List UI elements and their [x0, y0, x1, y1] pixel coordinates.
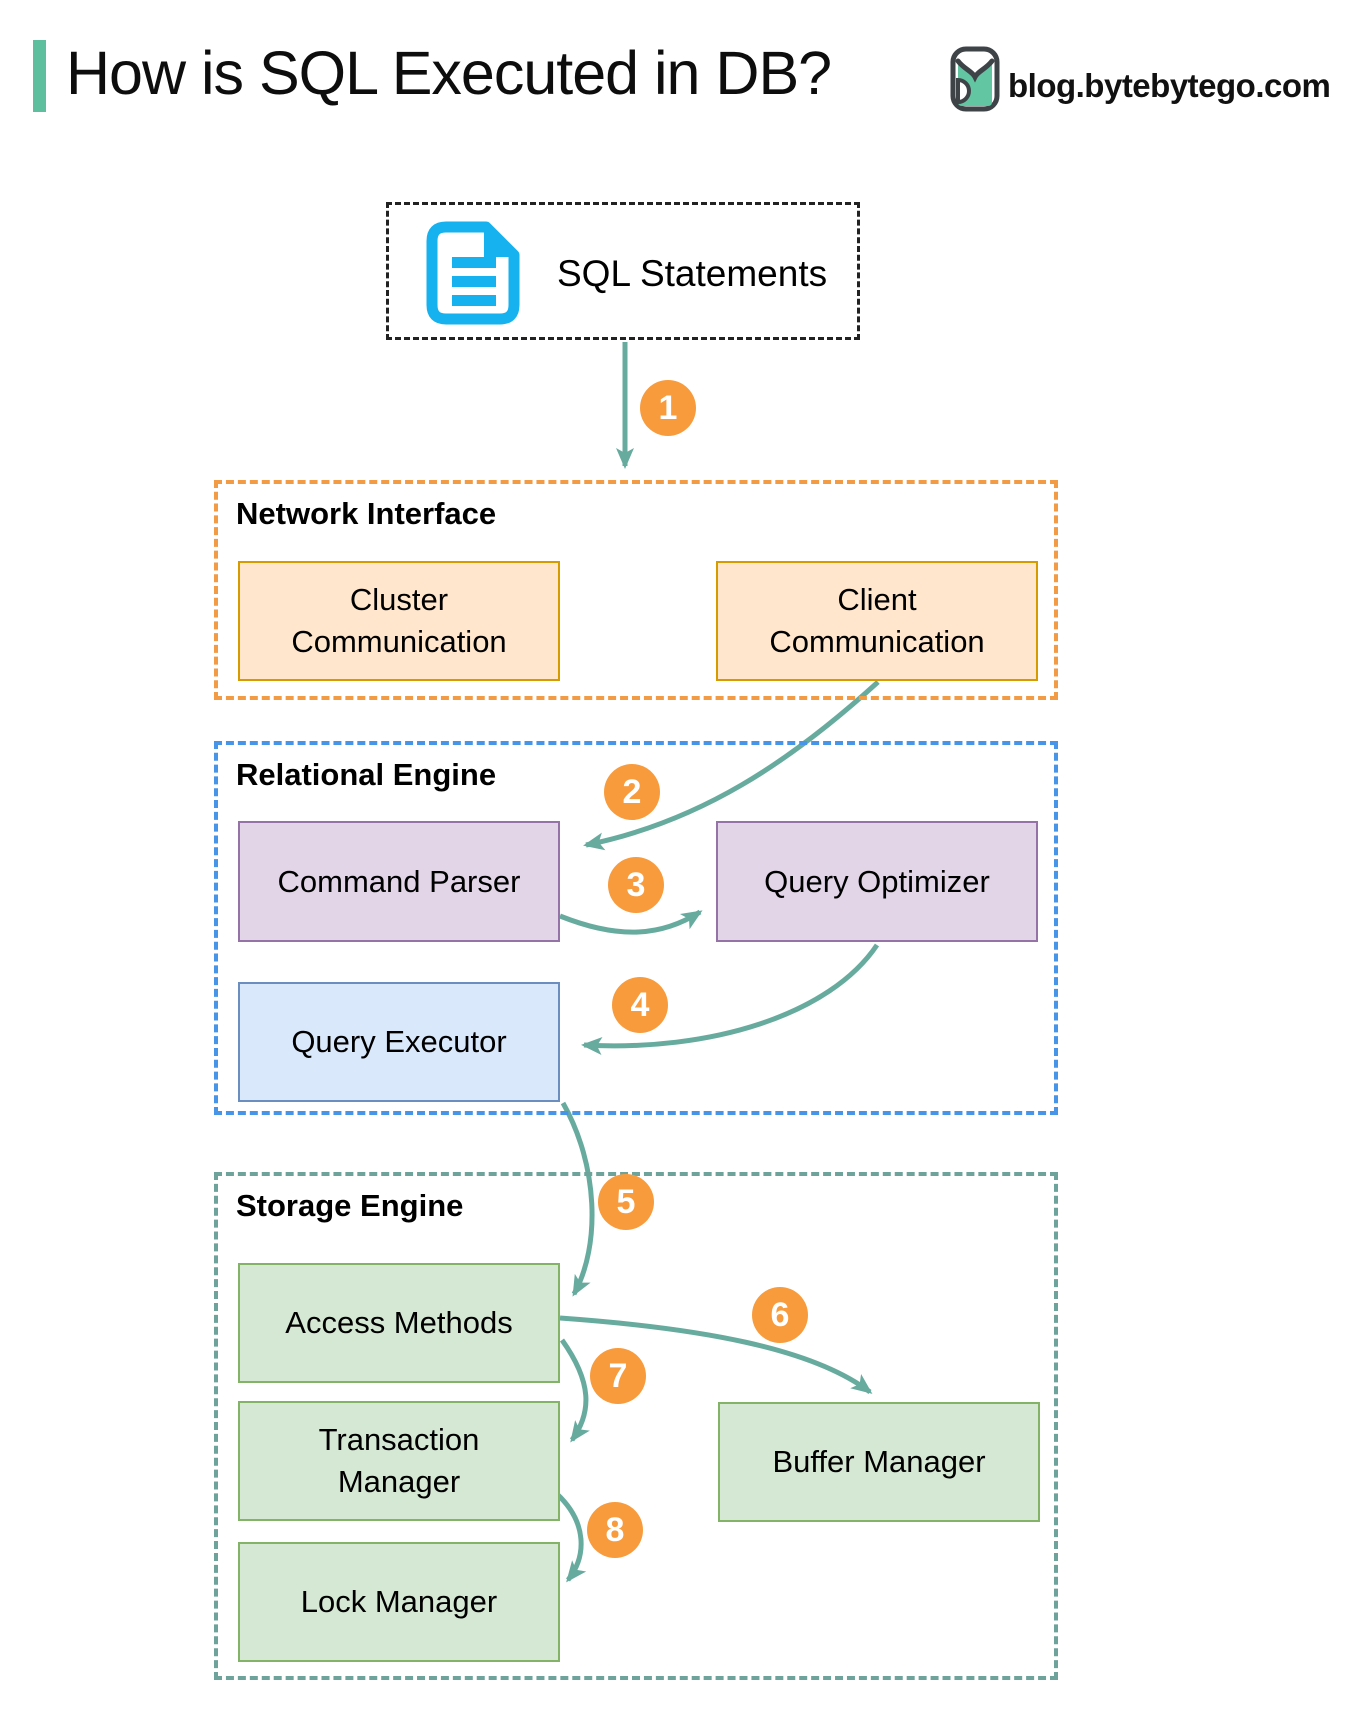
- node-lock-manager: Lock Manager: [238, 1542, 560, 1662]
- node-buffer-manager: Buffer Manager: [718, 1402, 1040, 1522]
- step-badge-2: 2: [604, 764, 660, 820]
- step-badge-8: 8: [587, 1502, 643, 1558]
- node-query-executor: Query Executor: [238, 982, 560, 1102]
- sql-statements-box: SQL Statements: [386, 202, 860, 340]
- section-network-interface: Network Interface: [214, 480, 1058, 700]
- section-relational-engine: Relational Engine: [214, 741, 1058, 1115]
- node-command-parser: Command Parser: [238, 821, 560, 942]
- step-badge-1: 1: [640, 380, 696, 436]
- section-storage-engine: Storage Engine: [214, 1172, 1058, 1680]
- brand-url-text: blog.bytebytego.com: [1008, 67, 1331, 104]
- brand: blog.bytebytego.com: [950, 46, 1331, 112]
- step-badge-5: 5: [598, 1174, 654, 1230]
- section-title-storage-engine: Storage Engine: [236, 1188, 464, 1223]
- step-badge-4: 4: [612, 977, 668, 1033]
- title-accent-bar: [33, 40, 46, 112]
- node-query-optimizer: Query Optimizer: [716, 821, 1038, 942]
- node-access-methods: Access Methods: [238, 1263, 560, 1383]
- node-cluster-communication: Cluster Communication: [238, 561, 560, 681]
- section-title-relational-engine: Relational Engine: [236, 757, 497, 792]
- section-title-network-interface: Network Interface: [236, 496, 497, 531]
- step-badge-7: 7: [590, 1348, 646, 1404]
- document-icon: [426, 221, 520, 325]
- bytebytego-logo-icon: [950, 46, 1000, 112]
- sql-statements-label: SQL Statements: [557, 253, 828, 294]
- node-transaction-manager: Transaction Manager: [238, 1401, 560, 1521]
- page-title: How is SQL Executed in DB?: [66, 39, 832, 107]
- node-client-communication: Client Communication: [716, 561, 1038, 681]
- step-badge-3: 3: [608, 857, 664, 913]
- step-badge-6: 6: [752, 1287, 808, 1343]
